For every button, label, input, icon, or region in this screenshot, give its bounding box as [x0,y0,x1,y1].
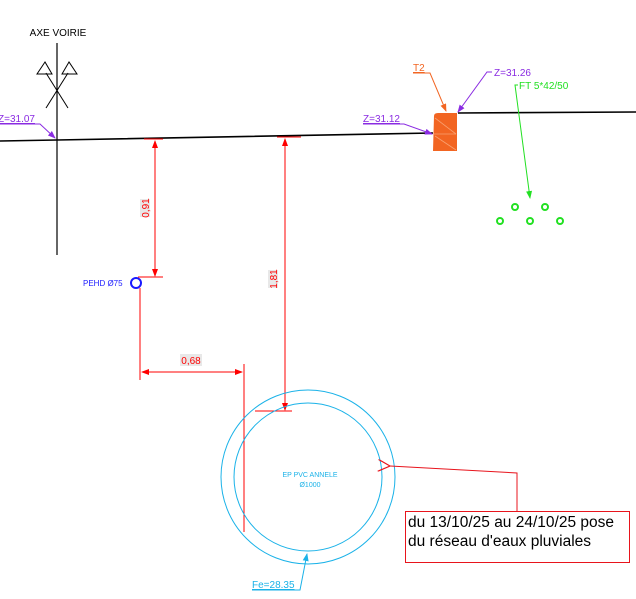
telecom-conduit-circle [541,203,549,211]
level-annotation-kerb-bottom: Z=31.12 [363,114,433,135]
note-line-2: du réseau d'eaux pluviales [408,533,592,550]
pehd-label: PEHD Ø75 [83,279,123,288]
ep-pipe-diameter: Ø1000 [299,482,320,489]
level-annotation-axis: Z=31.07 [0,114,56,139]
road-axis-label: AXE VOIRIE [30,28,87,39]
note-callout-box: du 13/10/25 au 24/10/25 pose du réseau d… [405,511,630,563]
kerb-t2-shape [433,113,457,151]
svg-text:Z=31.12: Z=31.12 [363,114,400,125]
svg-text:0,91: 0,91 [141,198,152,218]
telecom-conduit-circle [496,217,504,225]
dimension-depth-ep: 1,81 [255,136,301,412]
telecom-conduits [496,203,564,225]
svg-text:Fe=28.35: Fe=28.35 [252,580,295,591]
telecom-conduit-circle [556,217,564,225]
note-line-1: du 13/10/25 au 24/10/25 pose [408,514,614,531]
svg-text:T2: T2 [413,63,425,74]
telecom-annotation: FT 5*42/50 [514,81,569,199]
svg-text:Z=31.26: Z=31.26 [494,68,531,79]
telecom-conduit-circle [526,217,534,225]
svg-text:Z=31.07: Z=31.07 [0,114,35,125]
pehd-pipe-circle [130,277,142,289]
svg-text:1,81: 1,81 [269,269,280,289]
dimension-depth-pehd: 0,91 [138,138,163,278]
invert-level-annotation: Fe=28.35 [252,553,309,591]
ep-pipe-label: EP PVC ANNELE [282,472,337,479]
level-annotation-kerb-top: Z=31.26 [457,68,531,113]
kerb-label-annotation: T2 [413,63,447,112]
ep-pipe-inner-circle [233,402,383,552]
ep-pipe-outer-circle [220,389,396,565]
road-axis-symbol-icon [36,61,78,109]
svg-text:FT 5*42/50: FT 5*42/50 [519,81,569,92]
telecom-conduit-circle [511,203,519,211]
svg-text:0,68: 0,68 [181,356,201,367]
ground-line-left [0,132,434,142]
dimension-horizontal: 0,68 [139,288,245,532]
ground-line-right [457,111,636,114]
note-leader-arrow [390,466,518,511]
